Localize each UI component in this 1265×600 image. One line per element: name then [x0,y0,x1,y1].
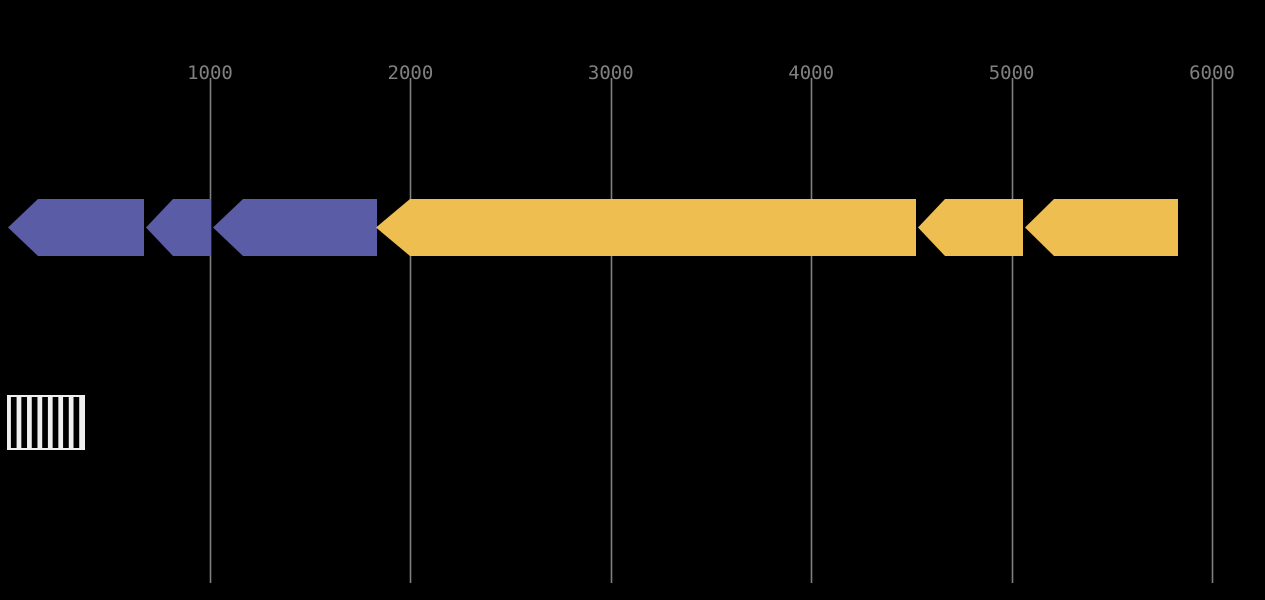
gene-arrow-6[interactable] [1025,199,1178,256]
legend-striped-swatch[interactable] [7,395,85,450]
legend-stripe-4 [42,397,48,448]
legend-stripe-1 [11,397,17,448]
axis-tick-label-1000: 1000 [187,64,233,83]
axis-tick-label-4000: 4000 [788,64,834,83]
legend-stripe-7 [74,397,80,448]
gene-arrow-4[interactable] [376,199,916,256]
gene-arrow-2[interactable] [146,199,211,256]
axis-tick-label-3000: 3000 [588,64,634,83]
axis-tick-label-2000: 2000 [388,64,434,83]
gene-arrow-1[interactable] [8,199,144,256]
feature-arrows-group [8,199,1178,256]
gene-arrow-3[interactable] [213,199,377,256]
legend-stripe-3 [32,397,38,448]
axis-tick-label-6000: 6000 [1189,64,1235,83]
legend-stripe-6 [63,397,69,448]
gene-arrow-5[interactable] [918,199,1023,256]
axis-tick-label-5000: 5000 [989,64,1035,83]
legend-stripe-pattern [9,397,83,448]
gridlines-group [211,78,1213,583]
legend-stripe-5 [53,397,59,448]
legend-stripe-2 [21,397,27,448]
